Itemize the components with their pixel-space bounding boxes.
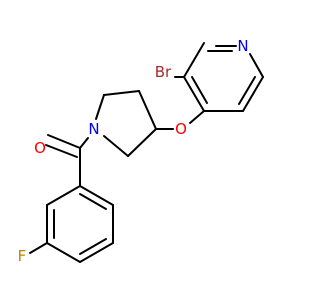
bond-n1-c6 [249, 53, 264, 78]
bond-ccarbonyl-o [47, 134, 81, 149]
atom-f: F [18, 247, 27, 265]
bond-c4-c3 [183, 76, 205, 112]
bond-n-c2p [103, 135, 129, 157]
bond-n-ccarbonyl [79, 137, 89, 149]
atom-o-ether: O [175, 120, 187, 138]
bond-ar1-ar2 [46, 185, 81, 206]
bond-ar6-ar1 [79, 185, 114, 206]
atom-o-carbonyl: O [34, 139, 46, 157]
bond-c3-c2 [183, 42, 205, 78]
bond-c4-c3-double [191, 76, 208, 104]
bond-c6-c5 [242, 76, 264, 112]
fluorophenyl-ring [46, 185, 114, 263]
bond-ar4-ar5-inner [79, 238, 107, 255]
pyridine-ring [183, 42, 264, 112]
bond-c2p-c3p [127, 128, 157, 157]
molecule-structure: N Br O N O F [18, 37, 264, 265]
atom-n-pyrrolidine: N [88, 120, 99, 138]
bond-ar4-ar5 [79, 242, 114, 263]
bond-ccarbonyl-o-double [45, 144, 78, 158]
bond-c3p-c4p [138, 90, 157, 130]
atom-n-pyridine: N [237, 37, 248, 55]
bond-c4-o [189, 110, 205, 124]
atom-br: Br [155, 63, 172, 81]
pyrrolidine-ring [95, 90, 157, 157]
bond-ar3-f [29, 242, 48, 254]
bond-c6-c5-double [238, 76, 256, 105]
bond-ar3-ar4 [46, 242, 81, 263]
bond-c5p-n [95, 94, 105, 120]
bond-c4p-c5p [103, 90, 140, 96]
molecule-canvas: N Br O N O F [17, 37, 264, 265]
bond-ar6-ar1-inner [79, 193, 107, 210]
